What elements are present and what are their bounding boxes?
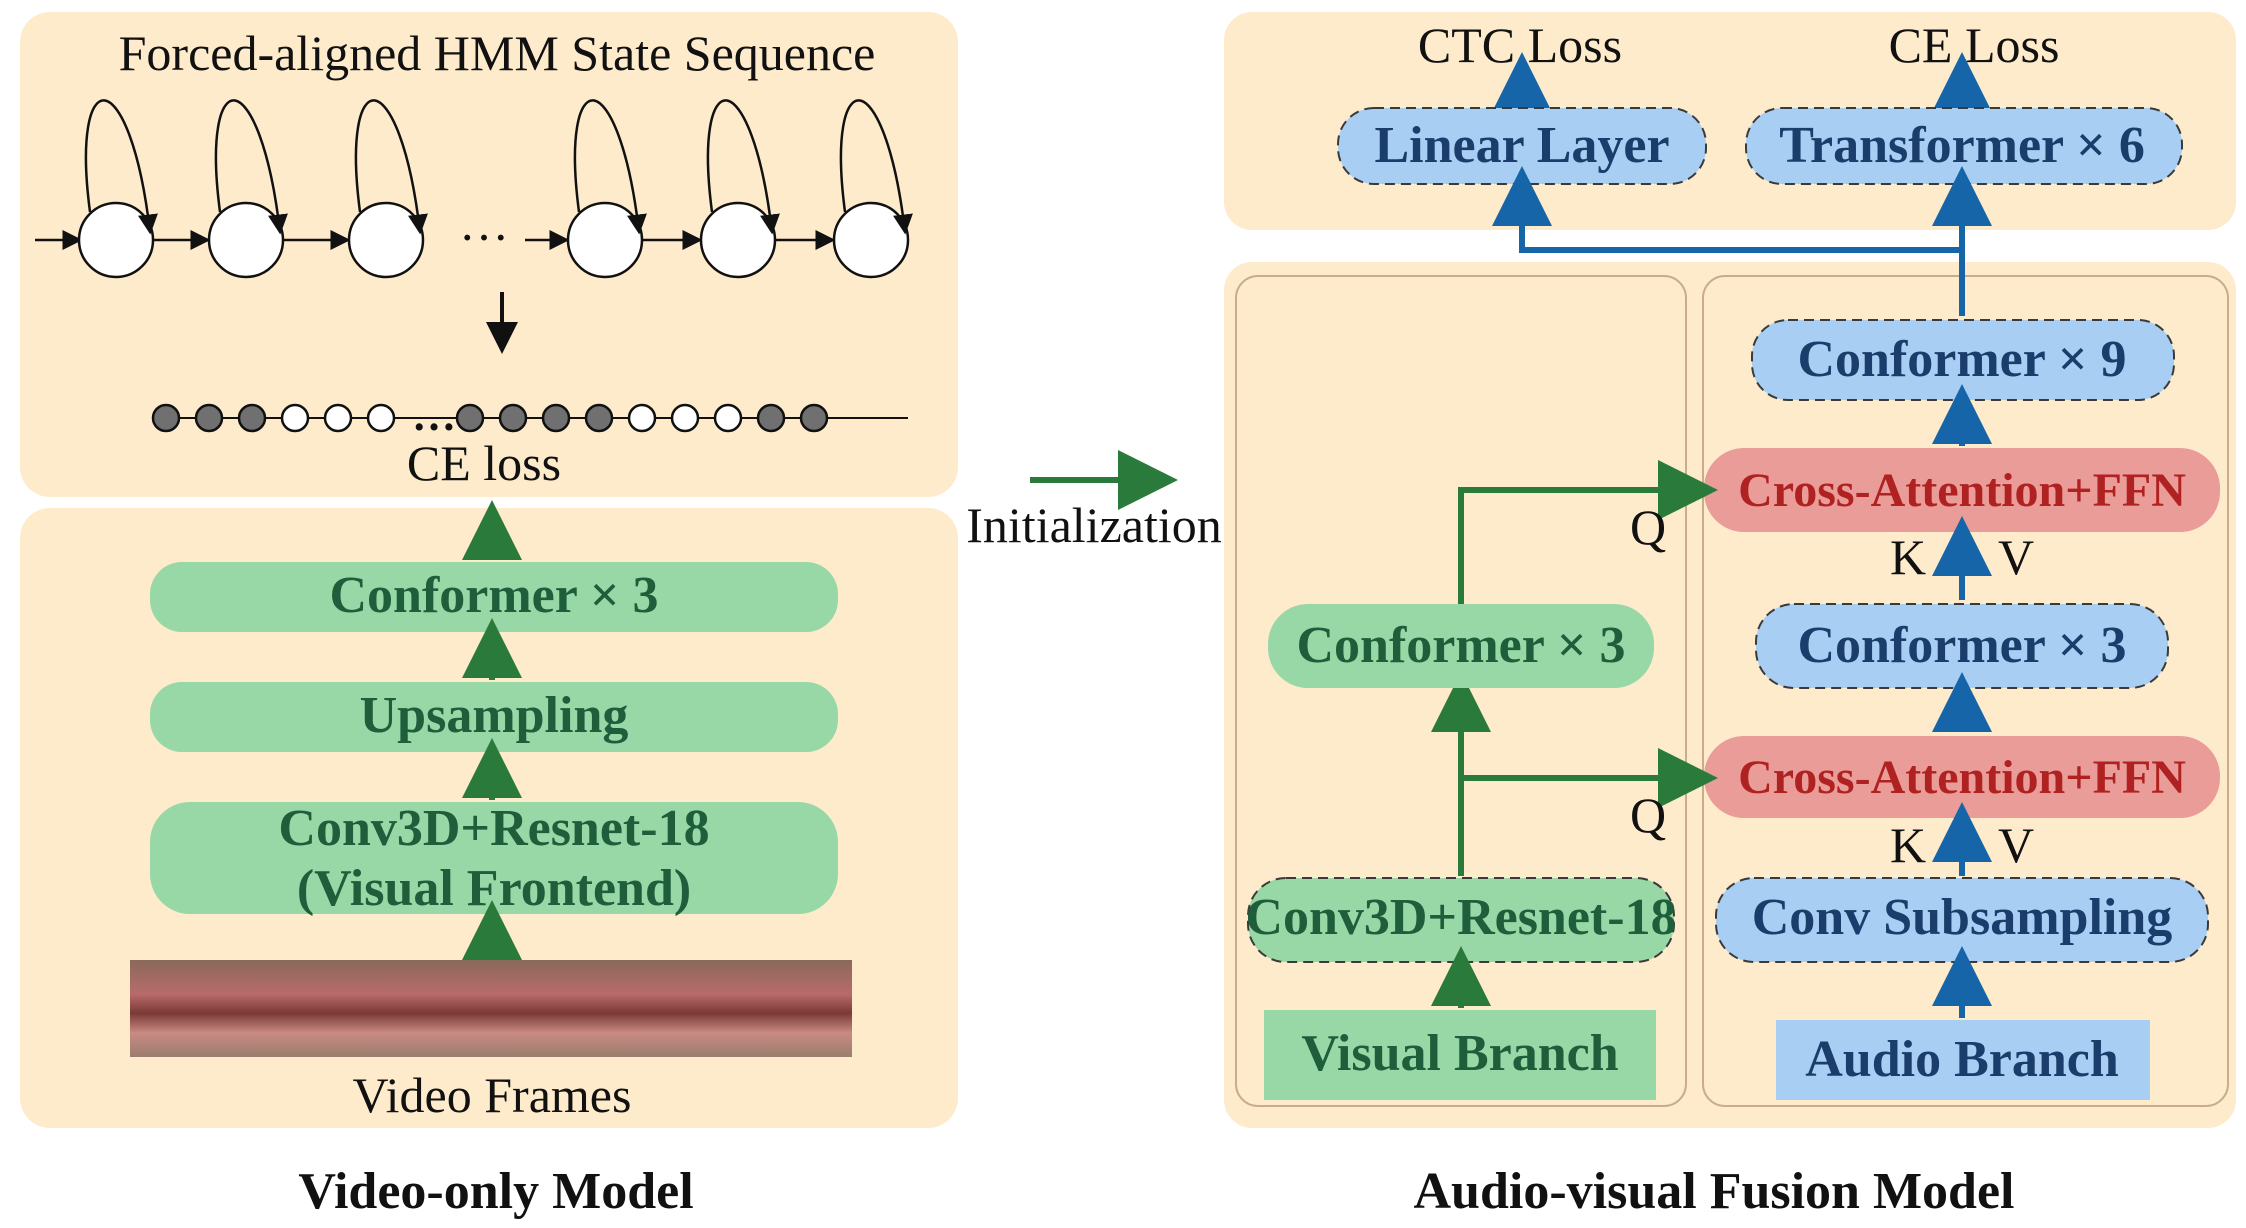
- linear-layer-label: Linear Layer: [1374, 117, 1669, 174]
- k-label-bottom: K: [1890, 817, 1926, 873]
- q-label-bottom: Q: [1630, 787, 1666, 843]
- hmm-state: [347, 201, 425, 279]
- sequence-state-dot: [799, 403, 829, 433]
- transformer-label: Transformer × 6: [1779, 117, 2145, 174]
- video-frame: [130, 960, 258, 1057]
- sequence-state-dot: [280, 403, 310, 433]
- visual-branch-container: [1235, 275, 1687, 1107]
- sequence-state-dot: [151, 403, 181, 433]
- k-label-top: K: [1890, 529, 1926, 585]
- upsampling-label: Upsampling: [360, 687, 629, 744]
- sequence-state-dot: [237, 403, 267, 433]
- video-frames-strip: [130, 960, 852, 1057]
- left-conformer-block: [150, 562, 838, 632]
- audio-conformer3-label: Conformer × 3: [1797, 617, 2126, 674]
- cross-attention-bottom-label: Cross-Attention+FFN: [1738, 751, 2186, 804]
- video-only-caption: Video-only Model: [298, 1163, 693, 1220]
- visual-conformer3-label: Conformer × 3: [1296, 617, 1625, 674]
- sequence-state-dot: [541, 403, 571, 433]
- conv-subsampling-label: Conv Subsampling: [1752, 889, 2173, 946]
- hmm-state: [77, 201, 155, 279]
- video-frame: [258, 960, 400, 1057]
- left-ce-loss: CE loss: [407, 435, 561, 491]
- right-ce-loss-label: CE Loss: [1889, 17, 2060, 73]
- hmm-state: [699, 201, 777, 279]
- visual-frontend-block: [150, 802, 838, 914]
- initialization-label: Initialization: [966, 497, 1221, 553]
- visual-branch-block: [1264, 1010, 1656, 1100]
- hmm-state-chain: …: [35, 99, 913, 279]
- v-label-top: V: [1998, 529, 2034, 585]
- q-label-top: Q: [1630, 499, 1666, 555]
- visual-frontend-line1: Conv3D+Resnet-18: [278, 800, 709, 857]
- frame-state-sequence: …: [151, 391, 908, 440]
- sequence-state-dot: [366, 403, 396, 433]
- video-frames-label: Video Frames: [353, 1067, 632, 1123]
- fusion-caption: Audio-visual Fusion Model: [1413, 1163, 2014, 1220]
- ctc-loss-label: CTC Loss: [1418, 17, 1622, 73]
- hmm-ellipsis: …: [459, 195, 509, 251]
- upsampling-block: [150, 682, 838, 752]
- query-to-cross-top: [1458, 460, 1718, 604]
- sequence-state-dot: [455, 403, 485, 433]
- sequence-ellipsis: …: [412, 391, 456, 440]
- video-frame: [550, 960, 700, 1057]
- hmm-state: [566, 201, 644, 279]
- visual-branch-label: Visual Branch: [1301, 1025, 1618, 1082]
- sequence-state-dot: [670, 403, 700, 433]
- sequence-state-dot: [756, 403, 786, 433]
- sequence-state-dot: [194, 403, 224, 433]
- video-frame: [400, 960, 550, 1057]
- video-frame: [700, 960, 852, 1057]
- cross-attention-top-label: Cross-Attention+FFN: [1738, 464, 2186, 517]
- sequence-state-dot: [713, 403, 743, 433]
- sequence-state-dot: [323, 403, 353, 433]
- right-visual-frontend-label: Conv3D+Resnet-18: [1245, 889, 1676, 946]
- hmm-panel: [20, 12, 958, 497]
- conformer9-label: Conformer × 9: [1797, 331, 2126, 388]
- cross-attention-bottom-block: [1704, 736, 2220, 818]
- sequence-state-dot: [498, 403, 528, 433]
- audio-branch-label: Audio Branch: [1805, 1031, 2119, 1088]
- right-visual-frontend-block: [1247, 877, 1675, 963]
- hmm-state: [832, 201, 910, 279]
- sequence-state-dot: [584, 403, 614, 433]
- conv-subsampling-block: [1715, 877, 2209, 963]
- v-label-bottom: V: [1998, 817, 2034, 873]
- left-conformer-label: Conformer × 3: [329, 567, 658, 624]
- cross-attention-top-block: [1704, 448, 2220, 532]
- hmm-title: Forced-aligned HMM State Sequence: [119, 25, 876, 81]
- hmm-state: [207, 201, 285, 279]
- visual-frontend-line2: (Visual Frontend): [297, 860, 691, 917]
- visual-conformer3-block: [1268, 604, 1654, 688]
- sequence-state-dot: [627, 403, 657, 433]
- audio-branch-block: [1776, 1020, 2150, 1100]
- audio-branch-container: [1702, 275, 2229, 1107]
